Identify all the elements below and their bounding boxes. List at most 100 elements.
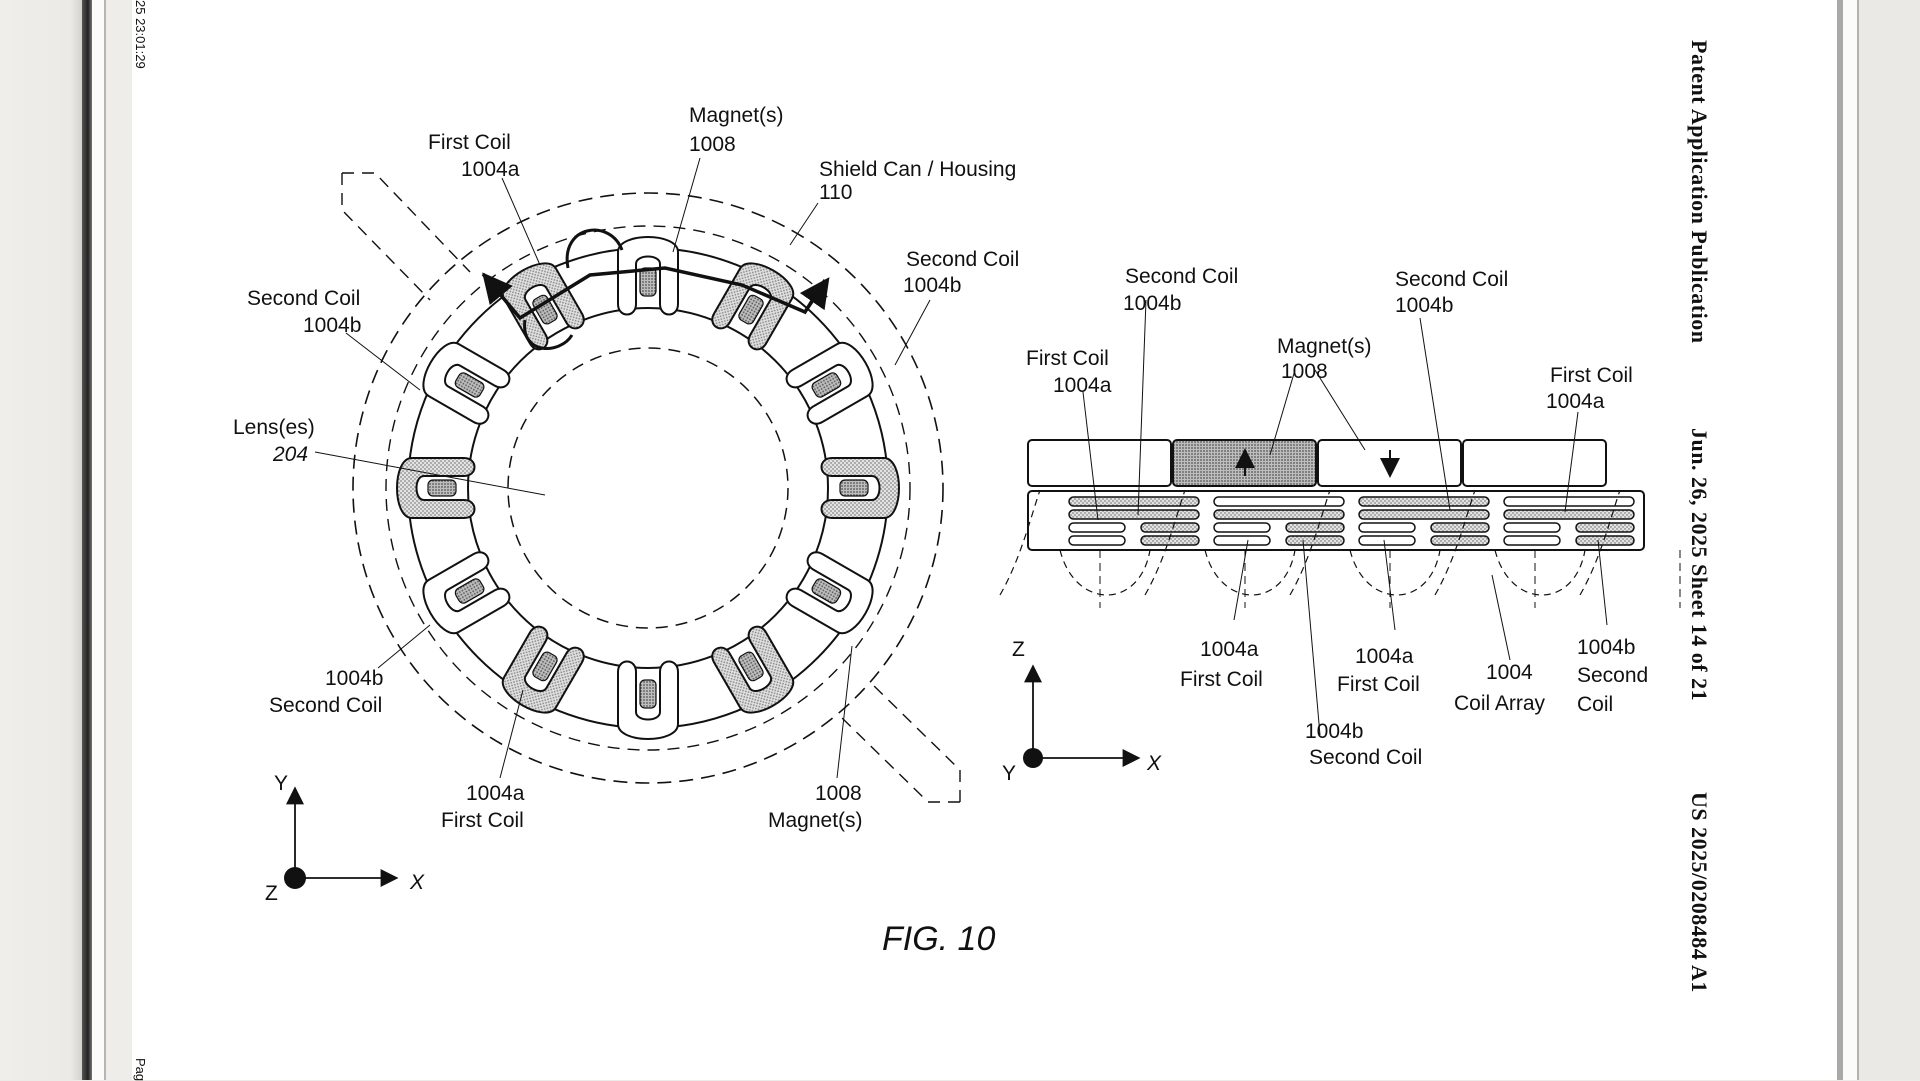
lens-outline: [507, 347, 789, 629]
magnet-block: [1462, 439, 1607, 487]
first-coil-lobe: [785, 341, 874, 425]
side-label-second-coil-b-ref: 1004b: [1395, 294, 1453, 317]
side-view: First Coil 1004a Second Coil 1004b Magne…: [999, 265, 1681, 785]
leader-lines: [314, 157, 931, 779]
label-second-coil-bottom: Second Coil: [269, 694, 382, 717]
y-axis-dot: [1023, 748, 1043, 768]
coil-winding: [617, 660, 679, 740]
label-second-coil-left: Second Coil: [247, 287, 360, 310]
label-second-coil-bottom-ref: 1004b: [325, 667, 383, 690]
current-arrow-right: [799, 277, 830, 313]
housing-cutout-bottom-right: [841, 685, 961, 803]
axes-top-view: Y X Z: [265, 772, 425, 905]
coil-winding: [422, 551, 511, 635]
desk-background-left: [0, 0, 88, 1080]
side-label-second-coil-a: Second Coil: [1125, 265, 1238, 288]
label-second-coil-right-ref: 1004b: [903, 274, 961, 297]
first-coil-lobe: [422, 341, 511, 425]
second-coil-lobe: [711, 625, 795, 714]
second-coil-lobe: [820, 457, 900, 519]
coil-winding: [396, 457, 476, 519]
side-leader-lines: [1082, 299, 1608, 736]
field-line: [1289, 489, 1331, 596]
label-second-coil-left-ref: 1004b: [303, 314, 361, 337]
field-line: [1349, 549, 1441, 596]
label-shield-can-ref: 110: [819, 181, 852, 204]
first-coil-lobe: [422, 551, 511, 635]
field-line: [1434, 489, 1476, 596]
axis-label-x: X: [409, 871, 425, 894]
label-lens: Lens(es): [233, 416, 315, 439]
label-lens-ref: 204: [272, 443, 308, 466]
coil-conductors: [1068, 496, 1635, 546]
coil-winding: [711, 262, 795, 351]
top-view: First Coil 1004a Magnet(s) 1008 Shield C…: [233, 104, 1019, 905]
coil-bar: [1068, 509, 1200, 520]
z-axis-dot: [284, 867, 306, 889]
axis-label-y-side: Y: [1002, 762, 1016, 785]
magnet-segment: [639, 679, 657, 709]
coil-bar: [1068, 496, 1200, 507]
side-label-second-coil-a-ref: 1004b: [1123, 292, 1181, 315]
first-coil-lobe: [785, 551, 874, 635]
side-label-first-coil-left-ref: 1004a: [1053, 374, 1112, 397]
coil-bar: [1068, 535, 1126, 546]
coil-bar: [1213, 496, 1345, 507]
magnet-segment: [639, 267, 657, 297]
page-edge-left: [92, 0, 104, 1080]
label-first-coil-bottom: First Coil: [441, 809, 524, 832]
axis-label-z: Z: [265, 882, 278, 905]
side-label-first-coil-right: First Coil: [1550, 364, 1633, 387]
coil-bar: [1213, 522, 1271, 533]
coil-bar: [1358, 522, 1416, 533]
housing-cutout-top-left: [341, 172, 471, 301]
label-magnets-top-ref: 1008: [689, 133, 736, 156]
label-magnets-top: Magnet(s): [689, 104, 784, 127]
side-label-first-coil-b2-ref: 1004a: [1355, 645, 1414, 668]
side-label-first-coil-left: First Coil: [1026, 347, 1109, 370]
coil-lobes: [396, 236, 900, 740]
coil-bar: [1503, 509, 1635, 520]
side-label-coil-array: Coil Array: [1454, 692, 1546, 715]
coil-bar: [1430, 522, 1490, 533]
current-arrow-left: [482, 272, 522, 319]
axis-label-y: Y: [274, 772, 288, 795]
coil-bar: [1140, 522, 1200, 533]
coil-bar: [1068, 522, 1126, 533]
side-label-first-coil-b1-ref: 1004a: [1200, 638, 1259, 661]
first-coil-lobe: [617, 660, 679, 740]
coil-winding: [785, 551, 874, 635]
field-line: [1204, 549, 1296, 596]
field-line: [1579, 489, 1621, 596]
magnet-segment: [738, 651, 764, 682]
side-label-second-coil-b4-line2: Coil: [1577, 693, 1613, 716]
axis-label-z-side: Z: [1012, 638, 1025, 661]
magnet-segment: [839, 479, 869, 497]
page-gap-right: [1843, 0, 1859, 1080]
magnet-ring-outline: [385, 225, 911, 751]
label-first-coil-bottom-ref: 1004a: [466, 782, 525, 805]
side-label-second-coil-b4-ref: 1004b: [1577, 636, 1635, 659]
label-second-coil-right: Second Coil: [906, 248, 1019, 271]
axis-label-x-side: X: [1146, 752, 1162, 775]
side-label-first-coil-b1: First Coil: [1180, 668, 1263, 691]
magnet-segment: [454, 372, 485, 398]
magnet-row: [1027, 439, 1607, 487]
side-label-magnets: Magnet(s): [1277, 335, 1372, 358]
field-line: [999, 489, 1041, 596]
coil-winding: [617, 236, 679, 316]
magnet-segment: [532, 651, 558, 682]
field-line: [1494, 549, 1586, 596]
first-coil-lobe: [617, 236, 679, 316]
coil-bar: [1285, 522, 1345, 533]
coil-bar: [1358, 535, 1416, 546]
second-coil-lobe: [396, 457, 476, 519]
field-line: [1059, 549, 1151, 596]
label-magnets-bottom: Magnet(s): [768, 809, 863, 832]
magnet-block: [1027, 439, 1172, 487]
desk-background-right: [1859, 0, 1920, 1080]
coil-winding: [501, 262, 585, 351]
label-first-coil-top-ref: 1004a: [461, 158, 520, 181]
second-coil-lobe: [711, 262, 795, 351]
coil-winding: [711, 625, 795, 714]
